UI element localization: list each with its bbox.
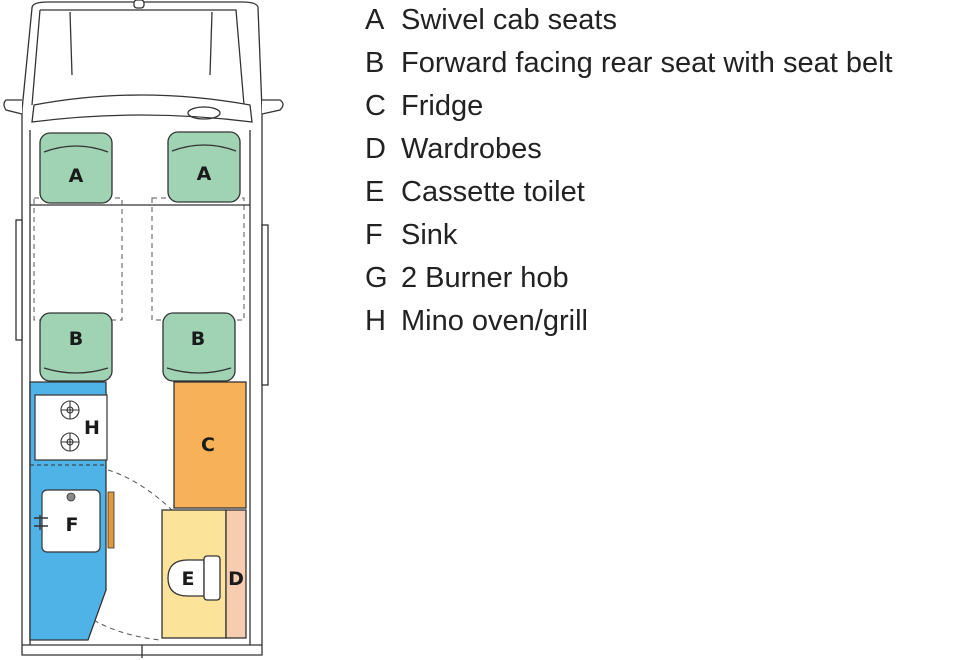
label-oven: H [84,417,100,439]
legend-text: Sink [401,219,458,251]
roof-nub [133,0,145,9]
legend-text: Swivel cab seats [401,4,617,36]
bonnet-crease-left [69,11,73,76]
fridge-unit [173,381,247,509]
side-rail-left [15,219,23,341]
legend-text: Cassette toilet [401,176,585,208]
toilet-bowl [167,559,205,597]
seat-a-right-shape [167,131,241,203]
cupboard-strip [107,491,115,549]
legend-item: F Sink [365,215,893,258]
label-seat-a-left: A [69,165,84,187]
legend-letter: C [365,90,386,122]
legend-letter: D [365,133,386,165]
legend-letter: E [365,176,385,208]
label-seat-b-left: B [69,328,83,350]
mirror-right [261,99,284,115]
legend-text: Fridge [401,90,484,122]
legend-item: C Fridge [365,86,893,129]
legend-item: G 2 Burner hob [365,258,893,301]
legend-letter: A [365,4,385,36]
legend-text: 2 Burner hob [401,262,569,294]
bonnet-outline [31,9,245,106]
door-swing-arc-kitchen [41,559,161,641]
oven-hob-unit [34,394,108,461]
legend-letter: F [365,219,383,251]
legend-text: Mino oven/grill [401,305,588,337]
sink-tap [34,515,48,530]
wardrobe-unit [225,509,247,639]
seat-a-left-shape [39,132,113,204]
label-seat-a-right: A [197,163,212,185]
windscreen [31,94,253,123]
legend-letter: H [365,305,386,337]
legend-letter: B [365,47,385,79]
sink-basin [41,489,101,553]
side-rail-right [261,224,269,386]
legend-item: B Forward facing rear seat with seat belt [365,43,893,86]
seat-b-right-shape [162,312,236,382]
label-toilet: E [182,568,195,590]
van-floor-plan: A A B B H F C E D [3,0,284,658]
label-wardrobe: D [228,568,244,590]
sink-drain [66,492,76,502]
roof-vent [187,106,221,120]
legend-item: D Wardrobes [365,129,893,172]
burner-1 [60,400,80,420]
mirror-left [3,99,23,115]
legend-item: E Cassette toilet [365,172,893,215]
bonnet-crease-right [209,11,213,76]
legend-text: Forward facing rear seat with seat belt [401,47,893,79]
legend-text: Wardrobes [401,133,542,165]
legend-item: A Swivel cab seats [365,0,893,43]
label-seat-b-right: B [191,328,205,350]
label-fridge: C [201,434,215,456]
seat-b-left-shape [39,312,113,382]
legend-letter: G [365,262,388,294]
label-sink: F [66,514,79,536]
legend: A Swivel cab seats B Forward facing rear s… [365,0,893,344]
legend-item: H Mino oven/grill [365,301,893,344]
toilet-cistern [203,555,221,601]
burner-2 [60,432,80,452]
